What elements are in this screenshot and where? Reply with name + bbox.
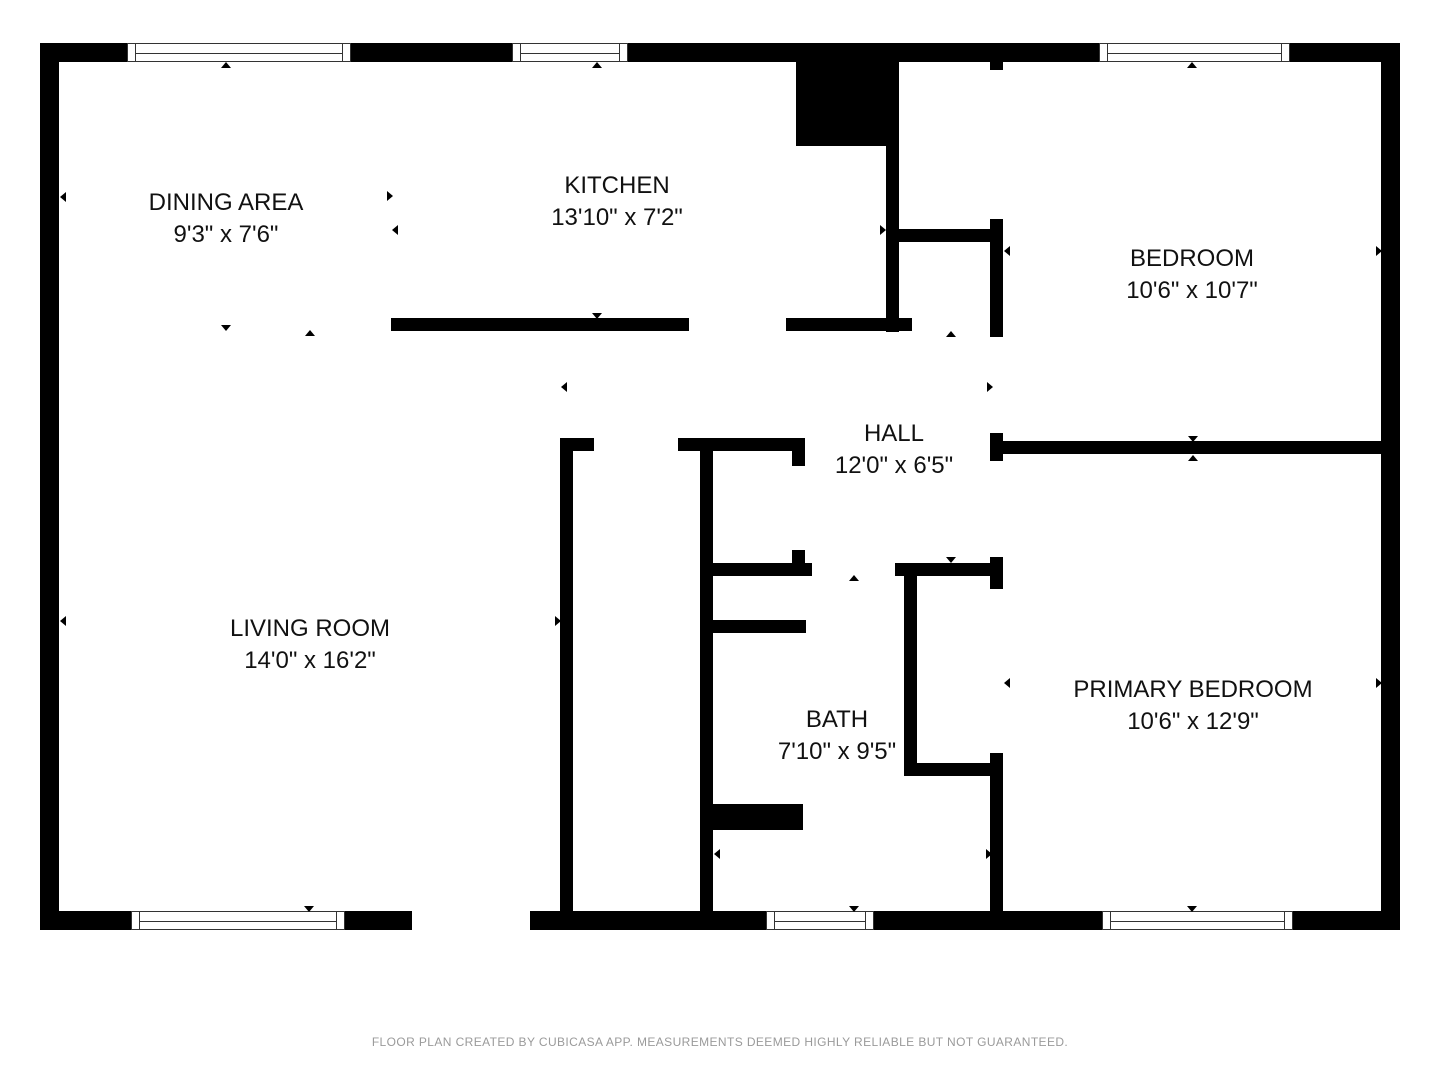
window-bath xyxy=(766,911,874,930)
marker xyxy=(1187,62,1197,68)
exterior-wall-left xyxy=(40,43,59,930)
bath-closet-bottom-wall xyxy=(904,763,1003,776)
marker xyxy=(1187,906,1197,912)
room-label-hall: HALL 12'0" x 6'5" xyxy=(835,418,953,482)
front-door-opening xyxy=(412,911,530,930)
exterior-wall-top xyxy=(40,43,1400,62)
marker xyxy=(60,616,66,626)
linen-closet-opening xyxy=(594,438,678,451)
room-dimensions: 7'10" x 9'5" xyxy=(777,738,897,765)
room-label-dining-area: DINING AREA 9'3" x 7'6" xyxy=(149,187,304,251)
bath-right-inner-wall xyxy=(904,563,917,776)
marker xyxy=(387,191,393,201)
marker xyxy=(946,331,956,337)
marker xyxy=(592,62,602,68)
marker xyxy=(60,192,66,202)
room-label-living-room: LIVING ROOM 14'0" x 16'2" xyxy=(230,613,390,677)
kitchen-right-wall xyxy=(886,60,899,332)
room-label-kitchen: KITCHEN 13'10" x 7'2" xyxy=(551,170,683,234)
exterior-wall-bottom xyxy=(40,911,1400,930)
marker xyxy=(561,382,567,392)
marker xyxy=(592,313,602,319)
room-dimensions: 9'3" x 7'6" xyxy=(173,221,279,248)
room-name: LIVING ROOM xyxy=(229,615,391,642)
bedroom-left-wall-stub xyxy=(990,60,1003,70)
disclaimer-footer: FLOOR PLAN CREATED BY CUBICASA APP. MEAS… xyxy=(371,1035,1069,1049)
room-label-primary-bedroom: PRIMARY BEDROOM 10'6" x 12'9" xyxy=(1073,674,1312,738)
marker xyxy=(880,225,886,235)
bath-right-wall xyxy=(990,753,1003,918)
marker xyxy=(1376,678,1382,688)
window-bedroom xyxy=(1099,43,1290,62)
room-name: DINING AREA xyxy=(148,189,304,216)
room-dimensions: 10'6" x 10'7" xyxy=(1126,277,1258,304)
room-name: BEDROOM xyxy=(1129,245,1254,272)
marker xyxy=(986,849,992,859)
primary-bedroom-left-wall-top xyxy=(990,557,1003,589)
closet-right-wall xyxy=(990,219,1003,337)
kitchen-block xyxy=(796,60,888,146)
marker xyxy=(1004,246,1010,256)
bath-top-right-wall xyxy=(895,563,1003,576)
window-primary-bedroom xyxy=(1102,911,1293,930)
marker xyxy=(1188,436,1198,442)
room-dimensions: 10'6" x 12'9" xyxy=(1127,708,1259,735)
bath-shelf xyxy=(713,620,806,633)
marker xyxy=(304,906,314,912)
marker xyxy=(946,557,956,563)
bath-counter xyxy=(713,804,803,830)
marker xyxy=(1376,246,1382,256)
marker xyxy=(849,575,859,581)
closet-top-wall xyxy=(886,229,1002,242)
marker xyxy=(1188,455,1198,461)
room-dimensions: 13'10" x 7'2" xyxy=(551,204,683,231)
window-dining xyxy=(127,43,351,62)
marker xyxy=(714,849,720,859)
marker xyxy=(221,62,231,68)
room-name: HALL xyxy=(863,420,925,447)
marker xyxy=(305,330,315,336)
room-name: KITCHEN xyxy=(564,172,670,199)
room-dimensions: 14'0" x 16'2" xyxy=(244,647,376,674)
room-dimensions: 12'0" x 6'5" xyxy=(834,452,954,479)
marker xyxy=(392,225,398,235)
room-name: PRIMARY BEDROOM xyxy=(1073,676,1313,703)
bedroom-left-wall-lower xyxy=(990,433,1003,461)
window-living-room xyxy=(131,911,345,930)
hall-closet-bottom-wall xyxy=(700,563,812,576)
marker xyxy=(849,906,859,912)
marker xyxy=(221,325,231,331)
window-kitchen xyxy=(512,43,628,62)
marker xyxy=(555,616,561,626)
room-name: BATH xyxy=(805,706,869,733)
marker xyxy=(987,382,993,392)
hall-closet-right-wall-top xyxy=(792,438,805,466)
marker xyxy=(1004,678,1010,688)
kitchen-bottom-wall-right xyxy=(786,318,912,331)
room-label-bedroom: BEDROOM 10'6" x 10'7" xyxy=(1126,243,1258,307)
bedroom-divider-wall xyxy=(990,441,1390,454)
room-label-bath: BATH 7'10" x 9'5" xyxy=(778,704,896,768)
bath-left-wall xyxy=(700,451,713,918)
kitchen-bottom-wall-left xyxy=(391,318,689,331)
living-room-right-wall xyxy=(560,438,573,918)
exterior-wall-right xyxy=(1381,43,1400,930)
